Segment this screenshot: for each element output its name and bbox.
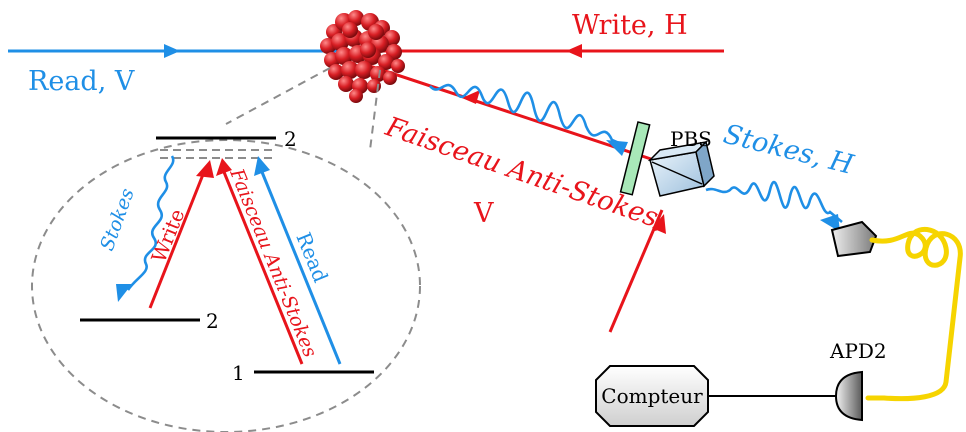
atom-sphere [355,61,373,79]
inset-write-arrow [148,171,206,309]
fiber-coupler [830,220,878,258]
atom-sphere [370,66,386,82]
inset-anti-stokes-arrow [222,171,304,365]
atom-sphere [328,64,344,80]
label-read-v: Read, V [28,66,135,97]
anti-stokes-input-beam [608,209,666,333]
atom-sphere [342,22,358,38]
atom-sphere [335,47,353,65]
atom-sphere [391,59,405,73]
label-stokes-h: Stokes, H [720,119,857,181]
label-apd2: APD2 [829,339,887,363]
atom-sphere [378,54,394,70]
label-faisceau-anti-stokes-v-2: V [473,198,494,229]
label-level-2-mid: 2 [206,309,219,333]
atom-sphere [338,76,354,92]
atom-sphere [331,33,349,51]
inset-read-arrow [260,171,342,365]
label-compteur: Compteur [601,384,703,408]
atom-sphere [360,42,376,58]
label-level-1: 1 [232,361,245,385]
atom-sphere [341,61,359,79]
optical-fiber [865,226,963,402]
atom-sphere [383,71,397,85]
label-pbs: PBS [670,127,712,151]
inset-stokes-wave [126,155,175,291]
label-level-2-top: 2 [284,127,297,151]
anti-stokes-beam [369,64,661,164]
atom-sphere [368,24,384,40]
atom-sphere [349,89,363,103]
compteur-box [595,365,709,427]
stokes-wave-to-detector [705,180,843,232]
apd2-detector [834,370,863,422]
waveplate [619,121,651,196]
atom-sphere [348,10,364,26]
energy-level-inset [31,67,421,432]
write-beam [360,44,724,58]
label-inset-stokes: Stokes [96,185,139,253]
label-write-h: Write, H [572,10,688,41]
pbs-cube [647,140,715,197]
atom-cloud [320,10,405,103]
read-beam [8,44,340,58]
stokes-wave-to-pbs [429,83,628,156]
